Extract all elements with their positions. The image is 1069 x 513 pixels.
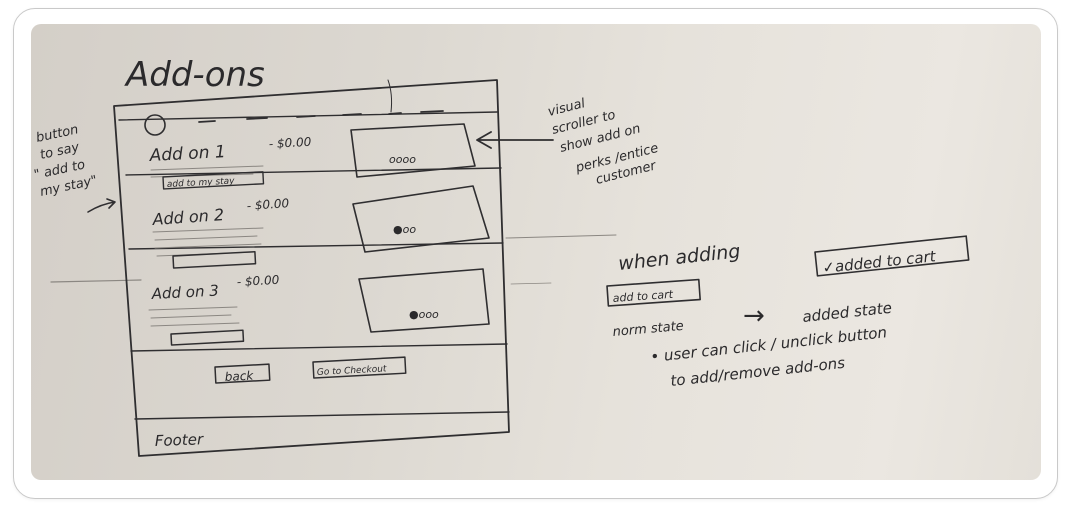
addon-price: - $0.00 xyxy=(246,196,290,213)
added-to-cart-button[interactable]: ✓added to cart xyxy=(814,235,970,277)
right-annotation: visual scroller to show add on perks /en… xyxy=(476,96,660,188)
back-button-label: back xyxy=(224,368,254,384)
added-to-cart-label: ✓added to cart xyxy=(822,247,938,277)
addon-price: - $0.00 xyxy=(236,273,280,289)
arrow-left-icon xyxy=(476,131,554,149)
when-adding-heading: when adding xyxy=(617,240,741,275)
left-annotation: button to say " add to my stay" xyxy=(33,122,116,213)
whiteboard-sketch-photo: Add-ons button to say " add to my stay" … xyxy=(31,24,1041,480)
footer-label: Footer xyxy=(155,430,205,450)
addon-image-carousel[interactable]: ●ooo xyxy=(358,268,490,333)
add-to-cart-button[interactable]: add to cart xyxy=(606,278,701,307)
addon-card-3: Add on 3 - $0.00 ●ooo xyxy=(148,268,490,346)
logo-circle-icon xyxy=(144,114,166,136)
checkout-button-label: Go to Checkout xyxy=(317,364,388,378)
add-to-my-stay-label: add to my stay xyxy=(167,176,236,190)
addon-image-carousel[interactable]: ●oo xyxy=(352,185,490,253)
carousel-dots: ●oo xyxy=(393,223,416,236)
arrow-right-icon: → xyxy=(743,301,765,331)
add-to-stay-button-placeholder[interactable] xyxy=(172,250,257,269)
go-to-checkout-button[interactable]: Go to Checkout xyxy=(312,356,407,379)
carousel-dots: ●ooo xyxy=(409,308,439,321)
bullet-note-line: • user can click / unclick button xyxy=(650,323,888,366)
add-to-my-stay-button[interactable]: add to my stay xyxy=(162,171,265,190)
addon-card-2: Add on 2 - $0.00 ●oo xyxy=(151,185,490,269)
added-state-caption: added state xyxy=(802,299,893,326)
addon-image-carousel[interactable]: oooo xyxy=(350,123,476,178)
addon-label: Add on 1 xyxy=(148,142,226,166)
when-adding-annotation: when adding add to cart norm state → ✓ad… xyxy=(606,235,970,390)
addon-price: - $0.00 xyxy=(268,135,312,151)
normal-state-caption: norm state xyxy=(612,319,684,340)
addon-label: Add on 2 xyxy=(151,205,225,229)
back-button[interactable]: back xyxy=(214,363,271,384)
sketch-title: Add-ons xyxy=(124,55,265,95)
carousel-dots: oooo xyxy=(389,153,416,166)
addon-card-1: Add on 1 - $0.00 add to my stay oooo xyxy=(148,123,476,190)
add-to-stay-button-placeholder[interactable] xyxy=(170,329,245,346)
addon-label: Add on 3 xyxy=(150,282,219,304)
add-to-cart-label: add to cart xyxy=(612,288,674,305)
